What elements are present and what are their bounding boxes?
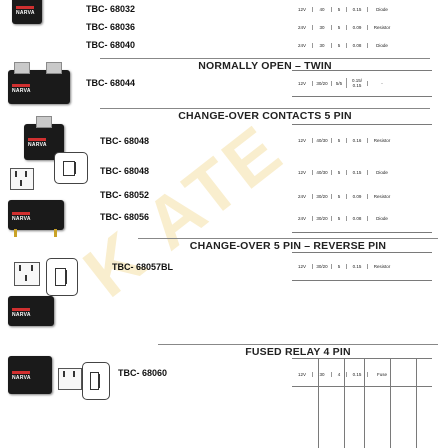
part-specs: 24V 30 5 0.08 Diode bbox=[292, 40, 396, 50]
section-header: FUSED RELAY 4 PIN bbox=[158, 344, 438, 359]
part-number: TBC- 68048 bbox=[100, 166, 150, 176]
relay-brand-label: NARVA bbox=[12, 308, 31, 318]
table-rule bbox=[292, 70, 432, 71]
table-rule bbox=[318, 358, 319, 448]
table-rule bbox=[344, 358, 345, 448]
part-specs: 12V 40/30 5 0.16 Resistor bbox=[292, 134, 396, 146]
table-rule bbox=[292, 252, 432, 253]
relay-photo: NARVA bbox=[8, 356, 52, 394]
relay-brand-label: NARVA bbox=[28, 138, 47, 148]
table-rule bbox=[292, 280, 432, 281]
relay-photo: NARVA bbox=[12, 0, 42, 24]
part-number: TBC- 68052 bbox=[100, 190, 150, 200]
table-rule bbox=[292, 358, 432, 359]
part-number: TBC- 68032 bbox=[86, 4, 136, 14]
table-rule bbox=[292, 124, 432, 125]
table-rule bbox=[292, 96, 432, 97]
pin-layout-diagram bbox=[10, 168, 34, 190]
schematic-diagram bbox=[54, 152, 88, 184]
table-rule bbox=[416, 358, 417, 448]
part-specs: 24V 30 5 0.09 Resistor bbox=[292, 22, 396, 32]
table-rule bbox=[292, 386, 432, 387]
section-header: NORMALLY OPEN – TWIN bbox=[100, 58, 430, 73]
section-header: CHANGE-OVER CONTACTS 5 PIN bbox=[100, 108, 430, 123]
part-number: TBC- 68040 bbox=[86, 40, 136, 50]
relay-brand-label: NARVA bbox=[12, 212, 31, 222]
relay-photo: NARVA bbox=[24, 116, 64, 160]
part-specs: 12V 30/20 5 0.15 Resistor bbox=[292, 258, 396, 274]
section-header: CHANGE-OVER 5 PIN – REVERSE PIN bbox=[138, 238, 438, 253]
part-specs: 12V 40 5 0.15 Diode bbox=[292, 4, 396, 14]
relay-photo: NARVA bbox=[8, 62, 70, 104]
table-rule bbox=[364, 358, 365, 448]
part-number: TBC- 68056 bbox=[100, 212, 150, 222]
relay-photo: NARVA bbox=[8, 296, 54, 326]
relay-brand-label: NARVA bbox=[12, 371, 31, 381]
part-number: TBC- 68044 bbox=[86, 78, 136, 88]
part-specs: 12V 30 4 0.15 Fuse bbox=[292, 366, 396, 382]
pin-layout-diagram bbox=[58, 368, 82, 390]
pin-layout-diagram bbox=[14, 262, 40, 286]
part-specs: 12V 30/20 5/5 0.15/ 0.15 - bbox=[292, 74, 396, 92]
part-specs: 24V 30/20 5 0.09 Resistor bbox=[292, 190, 396, 202]
part-number: TBC- 68057BL bbox=[112, 262, 174, 272]
relay-brand-label: NARVA bbox=[12, 84, 31, 94]
part-specs: 12V 40/30 5 0.15 Diode bbox=[292, 166, 396, 178]
table-rule bbox=[390, 358, 391, 448]
relay-brand-label: NARVA bbox=[16, 6, 35, 16]
part-number: TBC- 68036 bbox=[86, 22, 136, 32]
part-number: TBC- 68048 bbox=[100, 136, 150, 146]
part-specs: 24V 30/20 5 0.08 Diode bbox=[292, 212, 396, 224]
schematic-diagram bbox=[82, 362, 110, 400]
table-rule bbox=[292, 232, 432, 233]
part-number: TBC- 68060 bbox=[118, 368, 168, 378]
schematic-diagram bbox=[46, 258, 78, 296]
relay-photo: NARVA bbox=[8, 200, 64, 237]
